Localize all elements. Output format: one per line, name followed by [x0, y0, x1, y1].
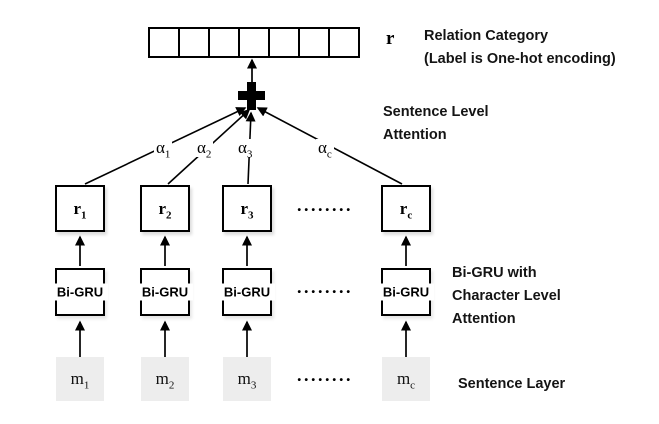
m-symbol: m — [237, 369, 251, 388]
relation-category-label: Relation Category — [424, 28, 549, 44]
bigru-char-attention-line2: Character Level — [452, 288, 561, 304]
onehot-cell — [238, 27, 270, 58]
onehot-cell — [178, 27, 210, 58]
bigru2-box: Bi-GRU — [137, 268, 193, 316]
onehot-cell — [208, 27, 240, 58]
alpha-symbol: α — [318, 138, 327, 157]
alpha-subscript: c — [326, 148, 332, 161]
sentence-layer-label: Sentence Layer — [458, 376, 566, 392]
onehot-cell — [148, 27, 180, 58]
rc-box: rc — [381, 185, 431, 232]
m1-box: m1 — [56, 357, 104, 401]
r-symbol: r — [158, 198, 167, 218]
sum-plus-icon — [238, 82, 265, 110]
alpha-1-weight: α1 — [154, 138, 173, 161]
ellipsis-m-row: ........ — [297, 365, 353, 385]
r-subscript: 2 — [166, 208, 172, 221]
alpha-2-weight: α2 — [195, 138, 214, 161]
onehot-vector — [148, 27, 360, 58]
alpha-subscript: 3 — [246, 148, 253, 161]
bigru-label: Bi-GRU — [378, 283, 434, 301]
r-symbol: r — [399, 198, 408, 218]
relation-vector-symbol: r — [386, 28, 395, 49]
sentence-level-attention-label: Sentence Level Attention — [383, 101, 489, 147]
bigru-label: Bi-GRU — [52, 283, 108, 301]
m-subscript: c — [410, 379, 416, 392]
r1-box: r1 — [55, 185, 105, 232]
bigru-char-attention-line1: Bi-GRU with — [452, 265, 537, 281]
m3-box: m3 — [223, 357, 271, 401]
alpha-subscript: 1 — [164, 148, 171, 161]
onehot-cell — [298, 27, 330, 58]
bigru-label: Bi-GRU — [219, 283, 275, 301]
alpha-c-weight: αc — [316, 138, 334, 161]
r2-box: r2 — [140, 185, 190, 232]
bigru1-box: Bi-GRU — [52, 268, 108, 316]
r-subscript: c — [407, 208, 413, 221]
bigruc-box: Bi-GRU — [378, 268, 434, 316]
m-symbol: m — [155, 369, 169, 388]
onehot-cell — [268, 27, 300, 58]
r-subscript: 1 — [81, 208, 87, 221]
ellipsis-gru-row: ........ — [297, 277, 353, 297]
onehot-cell — [328, 27, 360, 58]
onehot-encoding-note: (Label is One-hot encoding) — [424, 51, 616, 67]
r-subscript: 3 — [248, 208, 254, 221]
r-symbol: r — [73, 198, 82, 218]
bigru-char-attention-line3: Attention — [452, 311, 516, 327]
sentence-level-attention-line2: Attention — [383, 127, 447, 143]
m-subscript: 1 — [83, 379, 90, 392]
bigru-label: Bi-GRU — [137, 283, 193, 301]
alpha-subscript: 2 — [205, 148, 212, 161]
m-subscript: 3 — [250, 379, 257, 392]
bigru-char-attention-label: Bi-GRU with Character Level Attention — [452, 262, 561, 331]
ellipsis-r-row: ........ — [297, 195, 353, 215]
m-subscript: 2 — [168, 379, 175, 392]
alpha-symbol: α — [197, 138, 206, 157]
r-symbol: r — [240, 198, 249, 218]
m-symbol: m — [396, 369, 411, 388]
m-symbol: m — [70, 369, 84, 388]
r3-box: r3 — [222, 185, 272, 232]
sentence-level-attention-line1: Sentence Level — [383, 104, 489, 120]
alpha-3-weight: α3 — [236, 138, 255, 161]
bigru3-box: Bi-GRU — [219, 268, 275, 316]
mc-box: mc — [382, 357, 430, 401]
m2-box: m2 — [141, 357, 189, 401]
alpha-symbol: α — [238, 138, 247, 157]
alpha-symbol: α — [156, 138, 165, 157]
